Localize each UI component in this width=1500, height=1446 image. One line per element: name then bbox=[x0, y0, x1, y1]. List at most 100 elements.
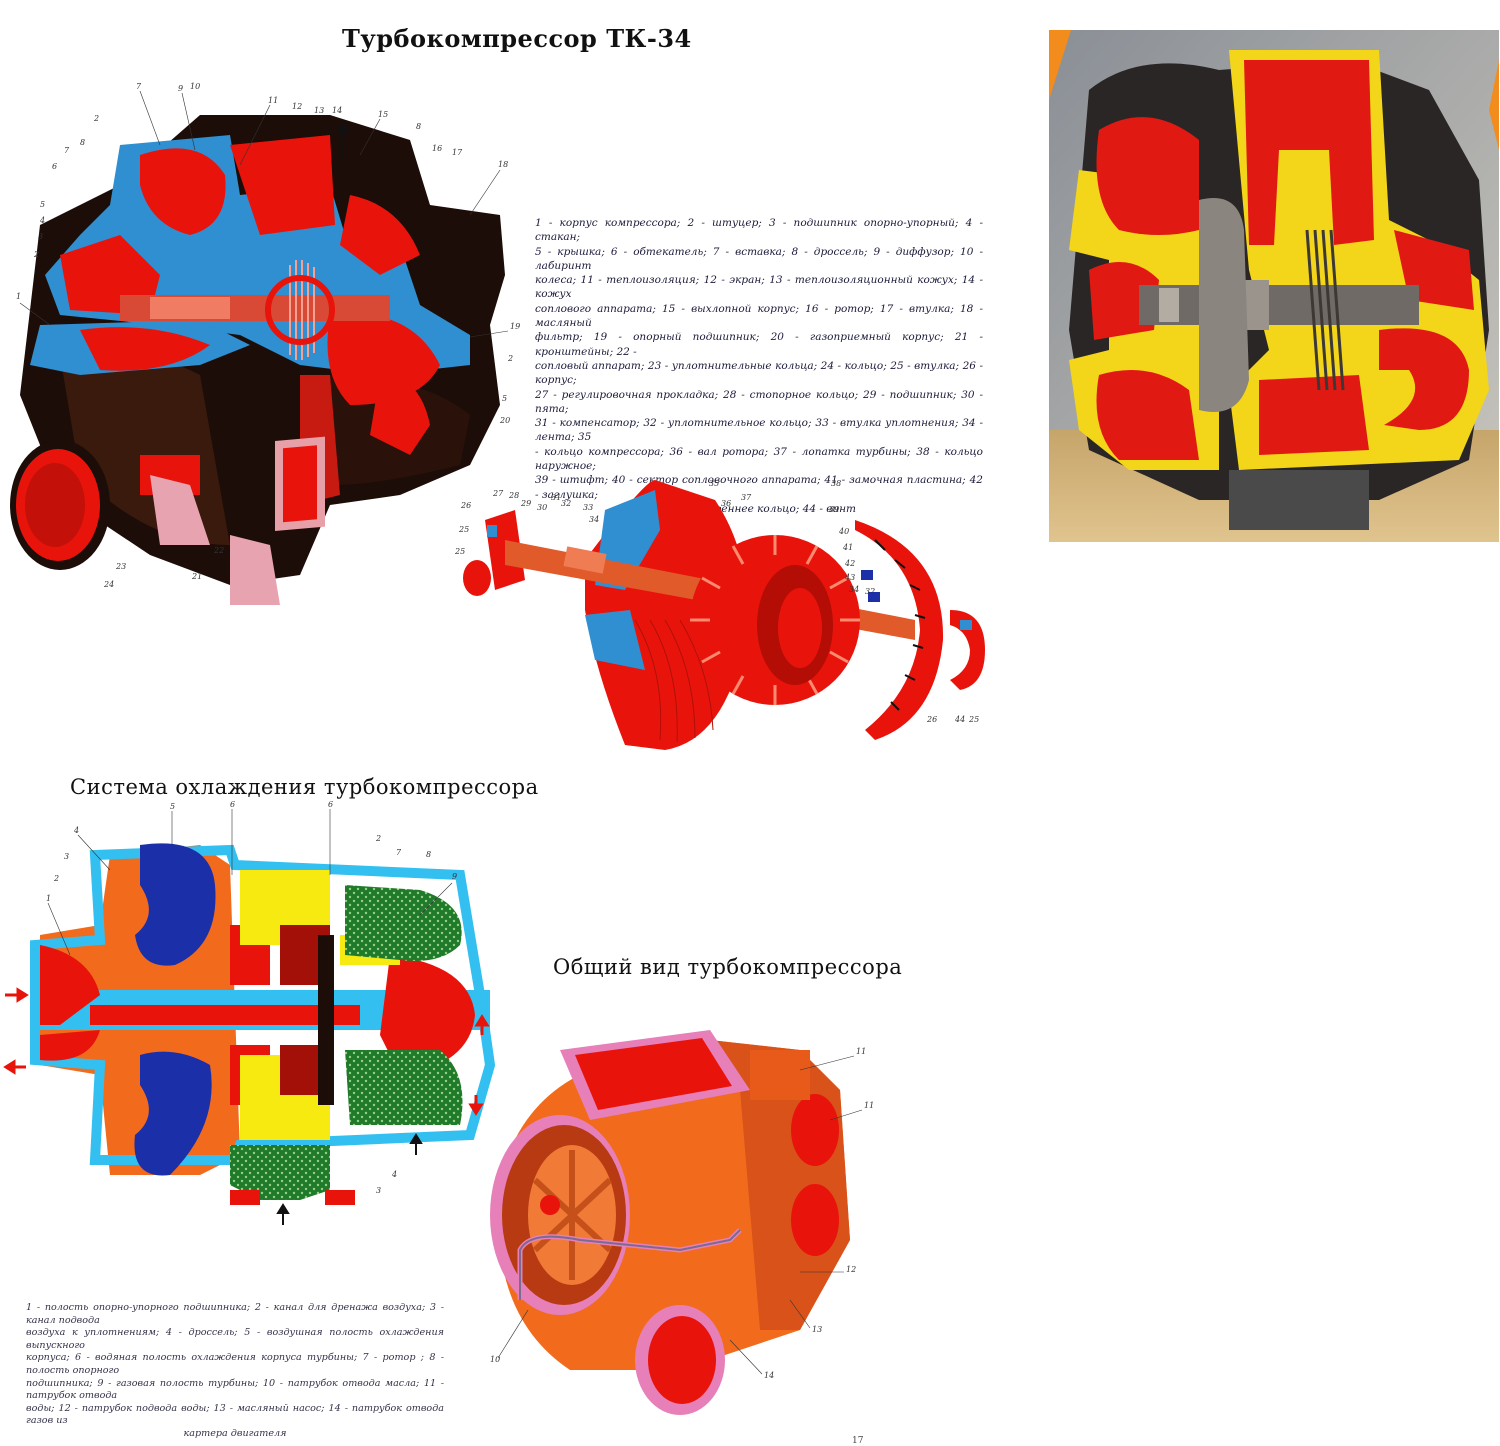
callout-label: 4 bbox=[39, 216, 45, 225]
callout-label: 2 bbox=[93, 114, 99, 123]
callout-label: 8 bbox=[80, 138, 85, 147]
callout-label: 44 bbox=[954, 715, 965, 724]
callout-label: 2 bbox=[33, 250, 39, 259]
bearing-housing-right bbox=[950, 610, 985, 690]
callout-label: 29 bbox=[520, 499, 531, 508]
callout-label: 25 bbox=[968, 715, 979, 724]
legend-cooling-line: корпуса; 6 - водяная полость охлаждения … bbox=[26, 1352, 444, 1376]
support-bracket bbox=[150, 475, 210, 545]
callout-label: 1 bbox=[16, 292, 21, 301]
callout-label: 20 bbox=[499, 416, 510, 425]
callout-label: 10 bbox=[490, 1355, 500, 1364]
callout-label: 30 bbox=[537, 503, 547, 512]
callout-label: 5 bbox=[502, 394, 507, 403]
legend-cooling-line: картера двигателя bbox=[183, 1427, 287, 1439]
callout-label: 41 bbox=[842, 543, 853, 552]
callout-label: 12 bbox=[292, 102, 302, 111]
callout-label: 31 bbox=[551, 493, 561, 502]
callout-label: 11 bbox=[864, 1101, 874, 1110]
callout-label: 33 bbox=[583, 503, 593, 512]
callout-label: 7 bbox=[64, 146, 70, 155]
callout-label: 26 bbox=[460, 501, 471, 510]
callout-label: 16 bbox=[432, 144, 442, 153]
callout-label: 8 bbox=[416, 122, 421, 131]
title-cooling-system: Система охлаждения турбокомпрессора bbox=[70, 775, 539, 799]
callout-label: 17 bbox=[452, 148, 463, 157]
legend-cooling: 1 - полость опорно-упорного подшипника; … bbox=[26, 1302, 444, 1441]
legend-main-line: 31 - компенсатор; 32 - уплотнительное ко… bbox=[535, 417, 983, 444]
callout-label: 15 bbox=[378, 110, 388, 119]
callout-label: 43 bbox=[844, 573, 855, 582]
photo-turbocharger-cutaway bbox=[1049, 30, 1499, 542]
callout-label: 5 bbox=[170, 802, 175, 811]
figure-rotor-exploded: 26 27 28 29 30 31 32 25 33 34 35 36 37 3… bbox=[455, 479, 985, 750]
callout-label: 37 bbox=[741, 493, 752, 502]
callout-label: 25 bbox=[455, 547, 465, 556]
callout-label: 5 bbox=[40, 200, 45, 209]
callout-label: 34 bbox=[589, 515, 599, 524]
callout-label: 18 bbox=[498, 160, 508, 169]
callout-label: 7 bbox=[136, 82, 142, 91]
callout-label: 32 bbox=[865, 587, 875, 596]
callout-label: 22 bbox=[213, 546, 224, 555]
callout-label: 4 bbox=[391, 1170, 397, 1179]
callout-label: 2 bbox=[507, 354, 513, 363]
nozzle-ring bbox=[855, 520, 944, 740]
callout-label: 13 bbox=[812, 1325, 822, 1334]
callout-label: 27 bbox=[492, 489, 504, 498]
callout-label: 25 bbox=[458, 525, 469, 534]
legend-main-line: 27 - регулировочная прокладка; 28 - стоп… bbox=[535, 388, 983, 415]
callout-label: 3 bbox=[376, 1186, 381, 1195]
legend-main-line: 39 - штифт; 40 - сектор сопловочного апп… bbox=[535, 474, 983, 501]
callout-label: 9 bbox=[178, 84, 183, 93]
callout-label: 14 bbox=[332, 106, 342, 115]
callout-label: 42 bbox=[844, 559, 855, 568]
callout-label: 19 bbox=[510, 322, 520, 331]
legend-main: 1 - корпус компрессора; 2 - штуцер; 3 - … bbox=[535, 216, 983, 516]
callout-label: 2 bbox=[375, 834, 381, 843]
page-number: 17 bbox=[852, 1436, 864, 1446]
callout-label: 26 bbox=[926, 715, 937, 724]
photo-turbine-blades bbox=[1305, 229, 1345, 391]
callout-label: 4 bbox=[73, 826, 79, 835]
callout-label: 38 bbox=[831, 479, 841, 488]
legend-cooling-line: воздуха к уплотнениям; 4 - дроссель; 5 -… bbox=[26, 1327, 444, 1351]
compressor-wheel-cavity bbox=[140, 148, 226, 235]
callout-label: 21 bbox=[191, 572, 202, 581]
turbine-wheel bbox=[690, 535, 860, 705]
callout-label: 1 bbox=[46, 894, 51, 903]
legend-main-line: - кольцо компрессора; 36 - вал ротора; 3… bbox=[535, 445, 983, 473]
callout-label: 32 bbox=[561, 499, 571, 508]
callout-label: 39 bbox=[829, 505, 839, 514]
figure-tk34-cutaway: 7 9 10 11 12 13 14 15 2 8 8 16 17 18 7 6… bbox=[10, 82, 520, 605]
legend-main-line: фильтр; 19 - опорный подшипник; 20 - газ… bbox=[535, 331, 983, 358]
callout-label: 9 bbox=[452, 872, 457, 881]
cooling-air-volute bbox=[135, 843, 216, 966]
callout-label: 35 bbox=[709, 479, 719, 488]
legend-main-line: сопловый аппарат; 23 - уплотнительные ко… bbox=[535, 359, 983, 387]
callout-label: 23 bbox=[115, 562, 126, 571]
callout-label: 11 bbox=[856, 1047, 866, 1056]
figure-cooling-system: 5 6 6 4 3 2 1 2 7 8 9 4 3 bbox=[3, 800, 496, 1225]
callout-label: 6 bbox=[328, 800, 333, 809]
cooling-flow-arrows bbox=[3, 987, 490, 1116]
legend-cooling-line: подшипника; 9 - газовая полость турбины;… bbox=[26, 1377, 444, 1402]
legend-main-line: 5 - крышка; 6 - обтекатель; 7 - вставка;… bbox=[535, 245, 983, 272]
title-tk34: Турбокомпрессор ТК-34 bbox=[342, 24, 692, 53]
legend-cooling-line: воды; 12 - патрубок подвода воды; 13 - м… bbox=[26, 1402, 444, 1427]
callout-label: 12 bbox=[846, 1265, 856, 1274]
callout-label: 3 bbox=[64, 852, 69, 861]
legend-main-line: соплового аппарата; 15 - выхлопной корпу… bbox=[535, 302, 983, 330]
callout-label: 6 bbox=[52, 162, 57, 171]
callout-label: 3 bbox=[38, 232, 43, 241]
callout-label: 11 bbox=[268, 96, 278, 105]
legend-main-line: колеса; 11 - теплоизоляция; 12 - экран; … bbox=[535, 274, 983, 301]
callout-label: 28 bbox=[508, 491, 519, 500]
figure-general-view: 11 11 12 13 10 14 bbox=[490, 1030, 874, 1415]
callout-label: 14 bbox=[764, 1371, 774, 1380]
callout-label: 6 bbox=[230, 800, 235, 809]
callout-label: 40 bbox=[838, 527, 849, 536]
callout-label: 24 bbox=[103, 580, 114, 589]
title-general-view: Общий вид турбокомпрессора bbox=[553, 955, 903, 979]
callout-label: 8 bbox=[426, 850, 431, 859]
